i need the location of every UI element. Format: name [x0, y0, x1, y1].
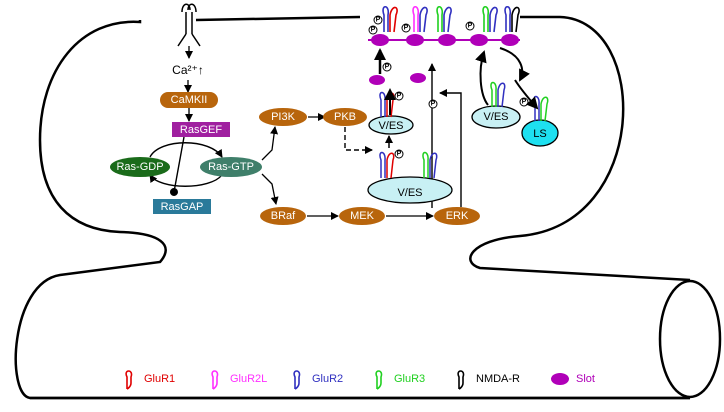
svg-text:CaMKII: CaMKII [171, 94, 208, 106]
slot-icon [551, 373, 569, 385]
svg-text:P: P [397, 151, 402, 158]
legend-label-glur2: GluR2 [312, 373, 344, 385]
arrow-pkb-dashed [344, 127, 373, 154]
svg-text:P: P [385, 64, 390, 71]
legend: GluR1 GluR2L GluR2 GluR3 NMDA-R Slot [0, 360, 724, 396]
svg-text:PI3K: PI3K [271, 111, 296, 123]
spine-top-left [195, 15, 361, 22]
phospho-mid-4: P [394, 149, 404, 159]
slot-free [369, 75, 385, 85]
vesicle-receptors [379, 81, 549, 179]
arrow-endocytosis-right [499, 47, 530, 82]
dendrite-end [658, 279, 722, 399]
phospho-top-3: P [401, 23, 411, 33]
svg-text:P: P [468, 23, 473, 30]
ves-small: V/ES [368, 115, 414, 135]
legend-label-glur2l: GluR2L [230, 373, 268, 385]
spine-outline [14, 15, 691, 400]
phospho-mid-1: P [382, 62, 392, 72]
glur3-icon [375, 370, 383, 390]
slot [371, 34, 389, 46]
legend-label-glur1: GluR1 [144, 373, 176, 385]
rasgef-node: RasGEF [172, 122, 230, 137]
pi3k-node: PI3K [259, 108, 307, 126]
legend-item-nmdar: NMDA-R [454, 368, 520, 390]
arrow-rasgdp-to-rasgtp [149, 142, 223, 158]
camkii-node: CaMKII [160, 92, 218, 108]
arrow-rasgtp-to-rasgdp [149, 174, 223, 187]
svg-text:P: P [431, 101, 436, 108]
slot [406, 34, 424, 46]
svg-text:P: P [404, 25, 409, 32]
svg-text:V/ES: V/ES [378, 120, 403, 132]
rasgap-inhibition [170, 136, 185, 196]
legend-label-slot: Slot [576, 373, 595, 385]
svg-text:BRaf: BRaf [271, 210, 296, 222]
slot-free [410, 73, 426, 83]
legend-item-glur3: GluR3 [372, 368, 425, 390]
svg-text:PKB: PKB [334, 111, 356, 123]
svg-text:RasGEF: RasGEF [180, 124, 222, 136]
membrane-receptors [382, 5, 520, 33]
svg-text:P: P [371, 27, 376, 34]
phospho-mid-3: P [428, 99, 438, 109]
phospho-mid-2: P [394, 91, 404, 101]
svg-text:P: P [397, 93, 402, 100]
svg-text:ERK: ERK [446, 210, 469, 222]
phospho-top-1: P [373, 15, 383, 25]
nmdar-icon [457, 370, 465, 390]
nmda-receptor-top [177, 3, 201, 47]
slot [501, 34, 519, 46]
svg-text:P: P [522, 99, 527, 106]
pkb-node: PKB [323, 108, 367, 126]
svg-text:P: P [376, 17, 381, 24]
arrow-recycle-up [475, 50, 489, 106]
legend-item-glur1: GluR1 [122, 368, 175, 390]
svg-text:V/ES: V/ES [397, 187, 422, 199]
ves-right: V/ES [471, 105, 521, 129]
arrow-to-ls [514, 79, 539, 110]
slot [438, 34, 456, 46]
legend-label-glur3: GluR3 [394, 373, 426, 385]
legend-item-slot: Slot [550, 368, 595, 390]
glur2l-icon [211, 370, 219, 390]
legend-label-nmdar: NMDA-R [476, 373, 520, 385]
rasgtp-node: Ras-GTP [200, 157, 262, 177]
mek-node: MEK [339, 207, 385, 225]
svg-text:LS: LS [533, 128, 546, 140]
slot-row [368, 34, 520, 85]
rasgap-node: RasGAP [153, 199, 211, 214]
arrow-rasgtp-to-pi3k [261, 126, 279, 161]
erk-node: ERK [434, 207, 480, 225]
arrow-rasgtp-to-braf [261, 173, 279, 205]
glur1-icon [125, 370, 133, 390]
svg-text:MEK: MEK [350, 210, 375, 222]
calcium-label: Ca²⁺↑ [172, 63, 204, 77]
svg-text:Ras-GDP: Ras-GDP [116, 161, 163, 173]
phospho-right: P [519, 97, 529, 107]
legend-item-glur2l: GluR2L [208, 368, 267, 390]
ves-large: V/ES [367, 176, 453, 204]
rasgdp-node: Ras-GDP [110, 157, 170, 177]
slot [470, 34, 488, 46]
svg-text:RasGAP: RasGAP [161, 201, 204, 213]
ls-node: LS [521, 119, 559, 147]
svg-text:Ras-GTP: Ras-GTP [208, 161, 254, 173]
phospho-top-4: P [465, 21, 475, 31]
legend-item-glur2: GluR2 [290, 368, 343, 390]
svg-text:V/ES: V/ES [483, 111, 508, 123]
glur2-icon [293, 370, 301, 390]
arrow-erk-up-2 [439, 89, 462, 207]
braf-node: BRaf [260, 207, 306, 225]
phospho-top-2: P [368, 25, 378, 35]
